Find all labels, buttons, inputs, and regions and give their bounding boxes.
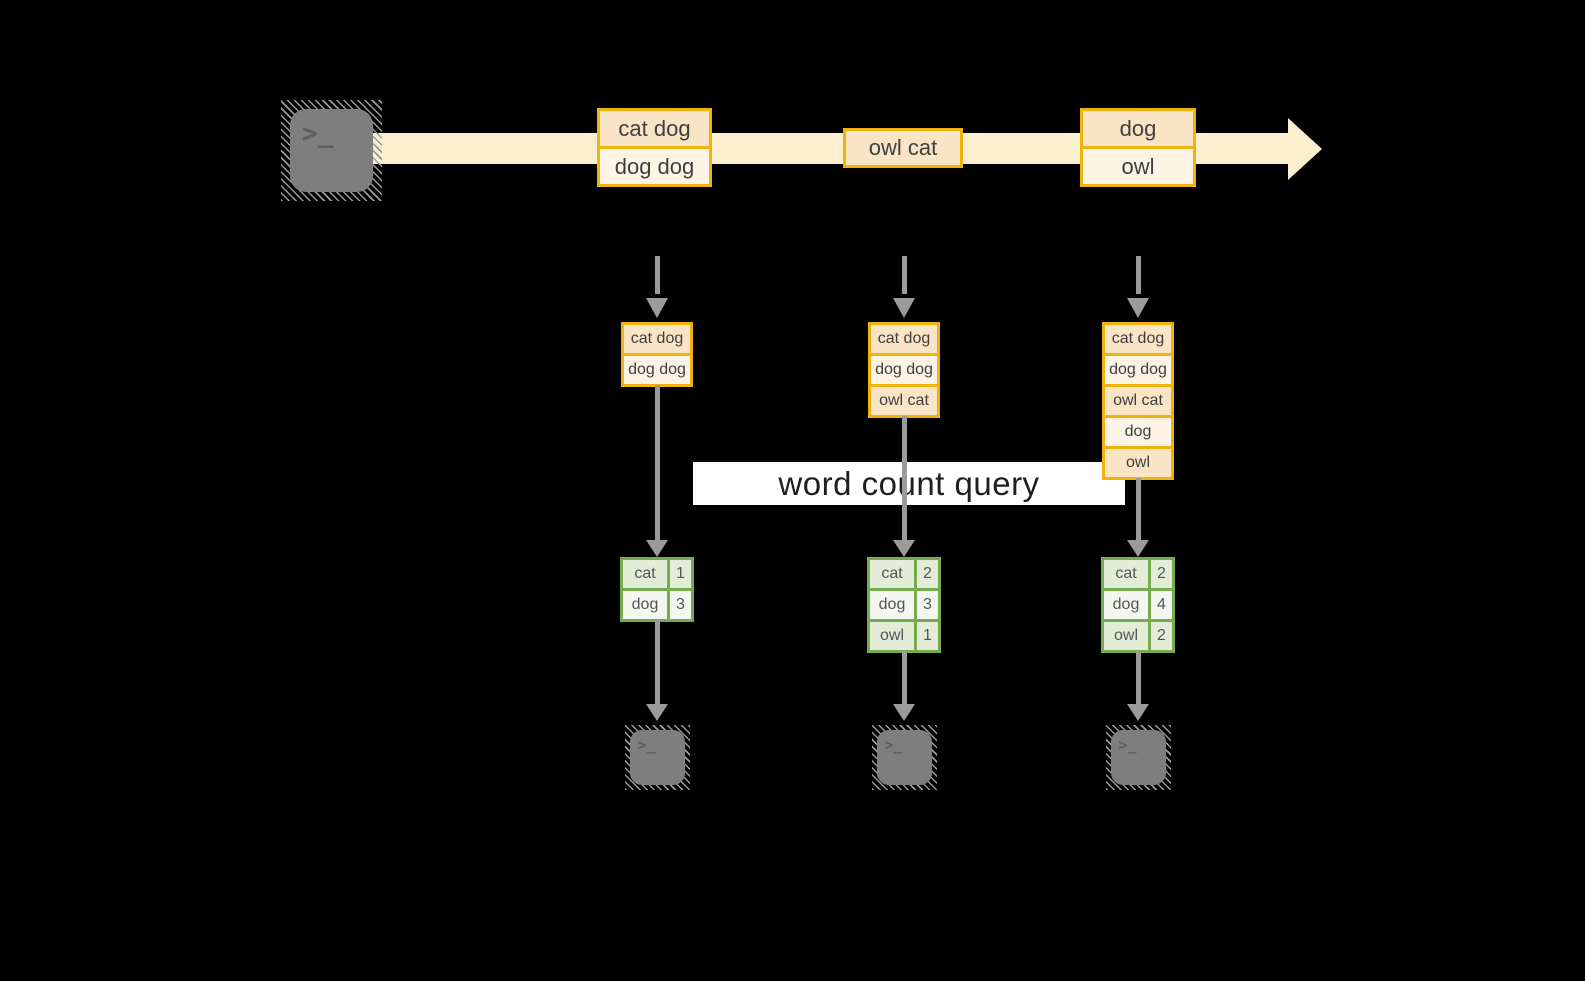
- count-cell: 3: [670, 591, 691, 619]
- terminal-window-shape: >_: [290, 109, 373, 192]
- terminal-window-shape: >_: [629, 730, 685, 785]
- word-cell: owl: [870, 622, 917, 650]
- flow-arrow-head-icon: [646, 540, 668, 557]
- dashed-arrow-line: [1135, 256, 1141, 294]
- terminal-window-shape: >_: [876, 730, 932, 785]
- word-cell: cat: [1104, 560, 1151, 588]
- dashed-arrow-head-icon: [646, 298, 668, 318]
- stack-cell: cat dog: [624, 325, 690, 353]
- stack-cell: cat dog: [1105, 325, 1171, 353]
- word-cell: dog: [870, 591, 917, 619]
- stack-cell: dog: [1105, 415, 1171, 446]
- stack-cell: owl: [1105, 446, 1171, 477]
- word-cell: cat: [623, 560, 670, 588]
- dashed-arrow-head-icon: [893, 298, 915, 318]
- word-cell: owl: [1104, 622, 1151, 650]
- flow-arrow-line: [901, 651, 907, 706]
- terminal-sink-icon: >_: [1105, 725, 1171, 790]
- terminal-prompt-glyph: >_: [302, 119, 334, 149]
- flow-arrow-head-icon: [1127, 540, 1149, 557]
- message-batch: owl cat: [843, 128, 963, 168]
- terminal-prompt-glyph: >_: [637, 736, 656, 754]
- stack-cell: dog dog: [871, 353, 937, 384]
- count-cell: 1: [917, 622, 938, 650]
- count-cell: 2: [917, 560, 938, 588]
- flow-arrow-head-icon: [1127, 704, 1149, 721]
- terminal-window-shape: >_: [1110, 730, 1166, 785]
- batch-line: dog dog: [600, 146, 709, 184]
- flow-arrow-line: [1135, 478, 1141, 542]
- count-cell: 3: [917, 591, 938, 619]
- count-cell: 1: [670, 560, 691, 588]
- query-label: word count query: [693, 462, 1125, 505]
- flow-arrow-line: [654, 385, 660, 542]
- stack-cell: cat dog: [871, 325, 937, 353]
- terminal-sink-icon: >_: [624, 725, 690, 790]
- batch-line: dog: [1083, 111, 1193, 146]
- flow-arrow-line: [901, 416, 907, 542]
- query-label-text: word count query: [778, 464, 1040, 502]
- stack-cell: dog dog: [624, 353, 690, 384]
- word-cell: dog: [1104, 591, 1151, 619]
- word-cell: dog: [623, 591, 670, 619]
- stream-timeline-arrowhead-icon: [1288, 118, 1322, 180]
- flow-arrow-line: [1135, 651, 1141, 706]
- flow-arrow-head-icon: [893, 704, 915, 721]
- count-cell: 2: [1151, 560, 1172, 588]
- stack-cell: dog dog: [1105, 353, 1171, 384]
- dashed-arrow-head-icon: [1127, 298, 1149, 318]
- terminal-sink-icon: >_: [871, 725, 937, 790]
- batch-line: cat dog: [600, 111, 709, 146]
- count-cell: 2: [1151, 622, 1172, 650]
- stack-cell: owl cat: [1105, 384, 1171, 415]
- word-cell: cat: [870, 560, 917, 588]
- batch-line: owl: [1083, 146, 1193, 184]
- dashed-arrow-line: [901, 256, 907, 294]
- dashed-arrow-line: [654, 256, 660, 294]
- count-cell: 4: [1151, 591, 1172, 619]
- flow-arrow-head-icon: [893, 540, 915, 557]
- batch-line: owl cat: [846, 131, 960, 165]
- terminal-source-icon: >_: [281, 100, 382, 201]
- terminal-prompt-glyph: >_: [1118, 736, 1137, 754]
- terminal-prompt-glyph: >_: [884, 736, 903, 754]
- stack-cell: owl cat: [871, 384, 937, 415]
- flow-arrow-line: [654, 620, 660, 706]
- flow-arrow-head-icon: [646, 704, 668, 721]
